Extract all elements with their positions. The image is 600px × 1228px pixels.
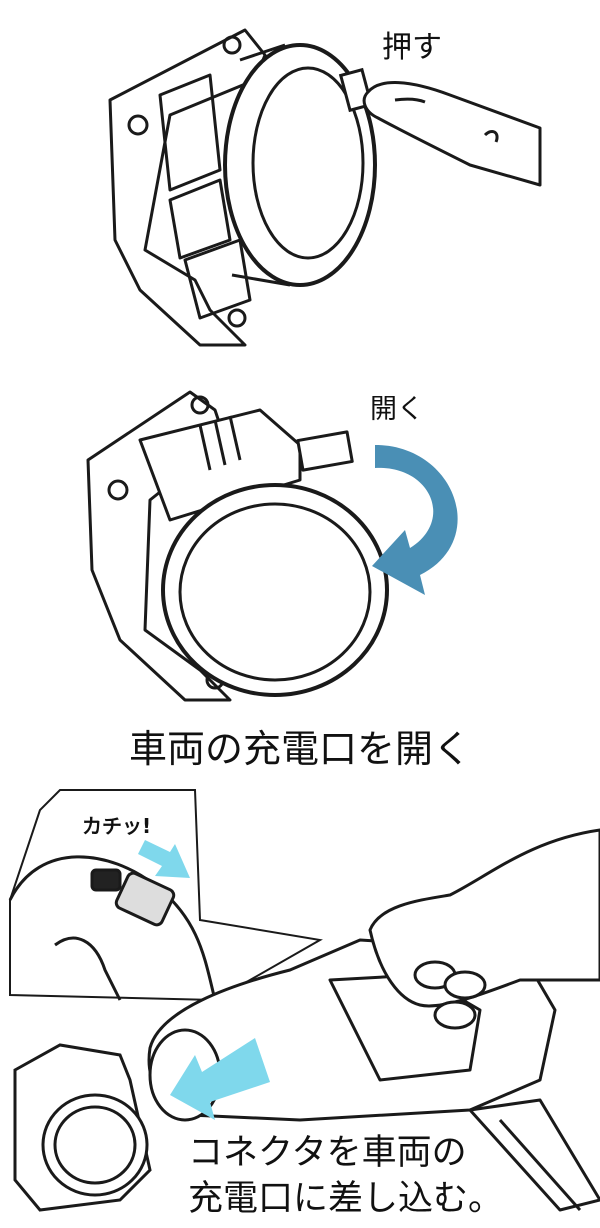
open-port-caption: 車両の充電口を開く [128, 727, 471, 771]
callout-bubble [8, 789, 323, 1002]
latch-button [296, 430, 354, 472]
charge-port-bracket [108, 28, 267, 347]
click-arrow-icon [138, 840, 190, 878]
charge-port-lid [223, 43, 377, 287]
small-charge-port [13, 1043, 152, 1212]
connector-insert-illustration [8, 789, 600, 1212]
step-press-panel: 押す [0, 0, 600, 370]
insert-arrow-icon [170, 1038, 270, 1120]
release-button [90, 868, 122, 892]
step-insert-panel [0, 780, 600, 1228]
open-label: 開く [370, 394, 424, 425]
caption-line-2: 充電口に差し込む。 [188, 1179, 504, 1219]
hand-icon [368, 828, 600, 1030]
insert-connector-caption: コネクタを車両の 充電口に差し込む。 [188, 1130, 503, 1222]
charge-port-lid-open [161, 483, 389, 697]
caption-line-1: コネクタを車両の [188, 1133, 467, 1173]
charge-port-closed-illustration [108, 28, 542, 347]
click-sound-label: カチッ! [82, 814, 152, 838]
press-label: 押す [382, 30, 442, 65]
charge-port-open-illustration [86, 390, 458, 702]
step-open-panel: 開く [0, 370, 600, 715]
curved-arrow-icon [372, 445, 458, 595]
finger-press-icon [362, 81, 542, 187]
